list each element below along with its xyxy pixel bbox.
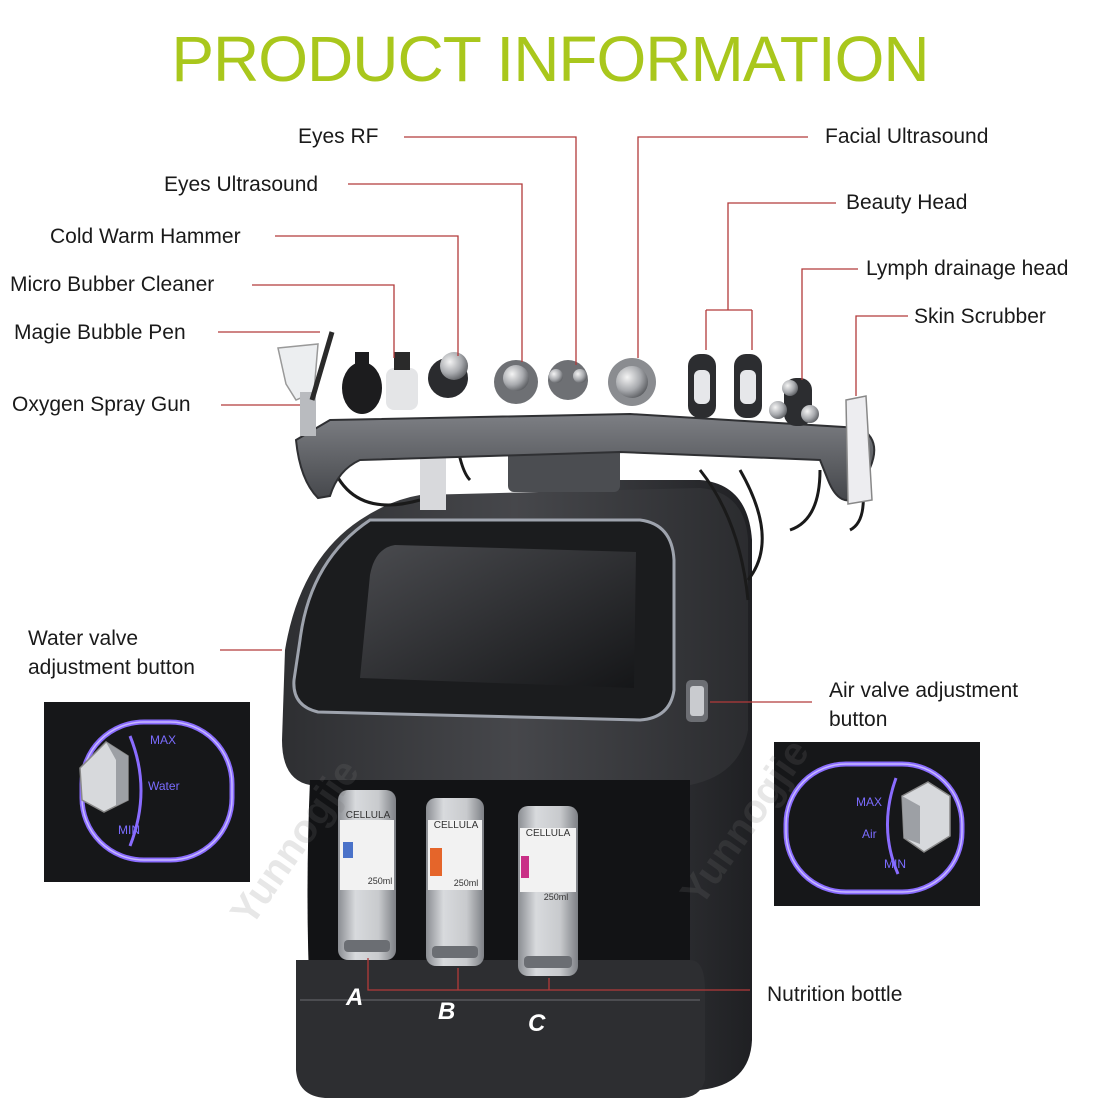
bottle-letter-a: A <box>346 984 364 1011</box>
label-water-valve-line2: adjustment button <box>28 656 195 679</box>
label-facial-ultrasound: Facial Ultrasound <box>825 125 989 148</box>
label-air-valve-line2: button <box>829 708 888 731</box>
cold-warm-hammer <box>428 352 468 398</box>
page-title: PRODUCT INFORMATION <box>171 23 929 95</box>
label-air-valve-line1: Air valve adjustment <box>829 679 1019 702</box>
hose <box>420 450 446 510</box>
label-eyes-ultrasound: Eyes Ultrasound <box>164 173 319 196</box>
air-valve-knob-closeup <box>901 781 951 853</box>
bottle-c-brand: CELLULA <box>526 828 571 839</box>
water-inset-max: MAX <box>150 733 176 747</box>
bottle-a-volume: 250ml <box>368 876 393 886</box>
bottle-c <box>518 806 578 976</box>
label-cold-warm-hammer: Cold Warm Hammer <box>50 225 241 248</box>
label-nutrition-bottle: Nutrition bottle <box>767 983 903 1006</box>
micro-bubber-cleaner <box>342 352 382 414</box>
label-micro-bubber-cleaner: Micro Bubber Cleaner <box>10 273 215 296</box>
label-skin-scrubber: Skin Scrubber <box>914 305 1046 328</box>
bottle-c-volume: 250ml <box>544 892 569 902</box>
bottle-letter-c: C <box>528 1010 546 1037</box>
facial-ultrasound-head <box>608 358 656 406</box>
bottle-a <box>338 790 396 960</box>
label-water-valve-line1: Water valve <box>28 627 139 650</box>
beauty-head-2 <box>734 354 762 418</box>
leader-lines <box>218 136 908 991</box>
arm-bar <box>294 412 876 502</box>
bottle-a-brand: CELLULA <box>346 810 391 821</box>
bottle-b-brand: CELLULA <box>434 820 479 831</box>
bottle-b-volume: 250ml <box>454 878 479 888</box>
air-valve-inset: MAX Air MIN <box>774 742 980 906</box>
label-beauty-head: Beauty Head <box>846 191 968 214</box>
water-inset-name: Water <box>148 779 180 793</box>
machine <box>282 480 752 1098</box>
eyes-ultrasound-head <box>494 360 538 404</box>
air-inset-max: MAX <box>856 795 882 809</box>
label-eyes-rf: Eyes RF <box>298 125 379 148</box>
touch-screen <box>360 545 636 688</box>
water-valve-knob <box>79 741 129 813</box>
oxygen-spray-gun <box>277 343 319 436</box>
lymph-drainage-head <box>769 378 819 426</box>
air-inset-name: Air <box>862 827 877 841</box>
water-valve-inset: MAX Water MIN <box>44 702 250 882</box>
beauty-head-1 <box>688 354 716 418</box>
label-lymph-drainage-head: Lymph drainage head <box>866 257 1069 280</box>
nutrition-bottles: CELLULA CELLULA CELLULA 250ml 250ml 250m… <box>338 790 578 976</box>
magie-bubble-pen <box>309 331 335 401</box>
bottle-bay <box>307 780 690 1000</box>
label-oxygen-spray-gun: Oxygen Spray Gun <box>12 393 191 416</box>
eyes-rf-head <box>548 360 588 400</box>
bottle-b <box>426 798 484 966</box>
air-inset-min: MIN <box>884 857 906 871</box>
label-magie-bubble-pen: Magie Bubble Pen <box>14 321 186 344</box>
water-inset-min: MIN <box>118 823 140 837</box>
air-valve-knob <box>686 680 708 722</box>
handpiece-arm <box>277 331 876 601</box>
skin-scrubber-head <box>845 395 873 505</box>
white-bottle <box>386 352 418 410</box>
machine-base <box>296 960 705 1098</box>
bottle-letter-b: B <box>438 998 456 1025</box>
